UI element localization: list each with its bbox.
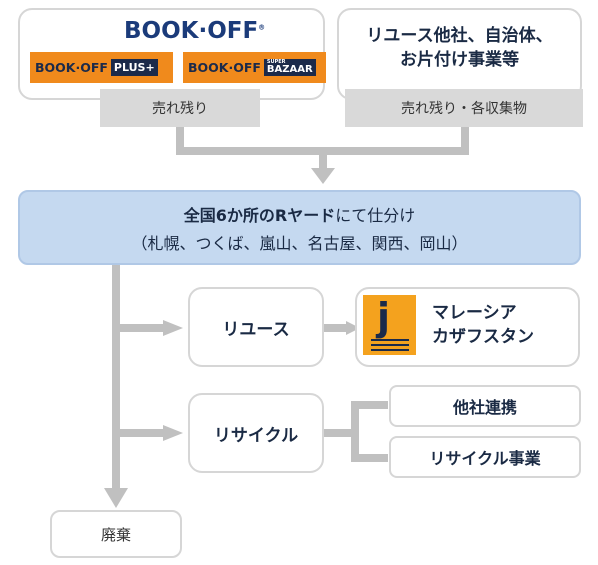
- recycle-box: リサイクル: [188, 393, 324, 473]
- partner-collaboration-box: 他社連携: [389, 385, 581, 427]
- other-sources-box: リユース他社、自治体、 お片付け事業等: [337, 8, 582, 100]
- reuse-destinations: マレーシア カザフスタン: [432, 301, 534, 349]
- other-sources-line1: リユース他社、自治体、: [366, 26, 553, 46]
- sorting-yard-bar: 全国6か所のRヤードにて仕分け （札幌、つくば、嵐山、名古屋、関西、岡山）: [18, 190, 581, 265]
- destination-kazakhstan: カザフスタン: [432, 327, 534, 347]
- arrow-down-to-center: [311, 168, 335, 184]
- sorting-yard-locations: （札幌、つくば、嵐山、名古屋、関西、岡山）: [131, 233, 468, 253]
- j-logo: j: [363, 295, 416, 355]
- bookoff-plus-logo: BOOK·OFF PLUS+: [30, 52, 173, 83]
- arrow-to-reuse: [163, 320, 183, 336]
- arrow-to-recycle: [163, 425, 183, 441]
- sorting-yard-title: 全国6か所のRヤード: [183, 205, 336, 225]
- destination-malaysia: マレーシア: [432, 303, 517, 323]
- reuse-box: リユース: [188, 287, 324, 367]
- sorting-yard-action: にて仕分け: [335, 205, 416, 225]
- other-sources-line2: お片付け事業等: [400, 50, 519, 70]
- arrow-to-logo: [346, 321, 360, 335]
- leftover-tag: 売れ残り: [100, 89, 260, 127]
- collected-items-tag: 売れ残り・各収集物: [345, 89, 583, 127]
- arrow-to-disposal: [104, 488, 128, 508]
- disposal-box: 廃棄: [50, 510, 182, 558]
- bookoff-logo: BOOK·OFF®: [124, 18, 266, 44]
- recycling-business-box: リサイクル事業: [389, 436, 581, 478]
